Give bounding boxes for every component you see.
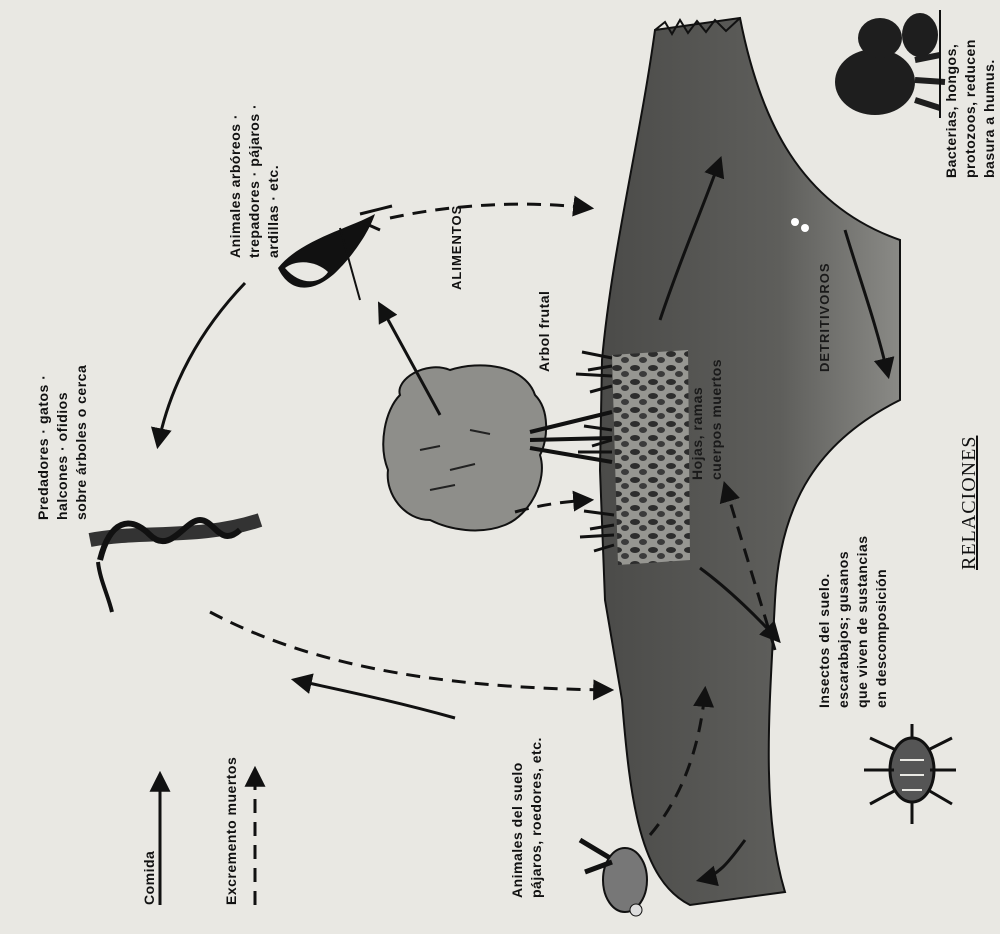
predators-label: Predadores · gatos · halcones · ofidios … [34,365,91,520]
bird-icon [278,206,392,300]
mushroom-icon [835,10,945,118]
food-label: ALIMENTOS [447,205,466,290]
beetle-icon [864,724,956,824]
snake-icon [90,520,260,612]
rabbit-icon [580,840,647,916]
ground-animals-label: Animales del suelo pájaros, roedores, et… [508,737,546,898]
tree-animals-label: Animales arbóreos · trepadores · pájaros… [226,104,283,258]
legend-waste-label: Excremento muertos [222,757,241,905]
legend-food-label: Comida [140,851,159,905]
soil-insects-label: Insectos del suelo. escarabajos; gusanos… [815,535,891,708]
detritivores-label: DETRITIVOROS [815,262,834,372]
tree-icon [383,365,612,530]
litter-label: Hojas, ramas cuerpos muertos [688,359,726,480]
litter-layer [612,350,690,565]
diagram-title: RELACIONES [960,436,979,570]
decomposers-label: Bacterias, hongos, protozoos, reducen ba… [942,39,999,178]
fruit-tree-label: Arbol frutal [535,291,554,372]
